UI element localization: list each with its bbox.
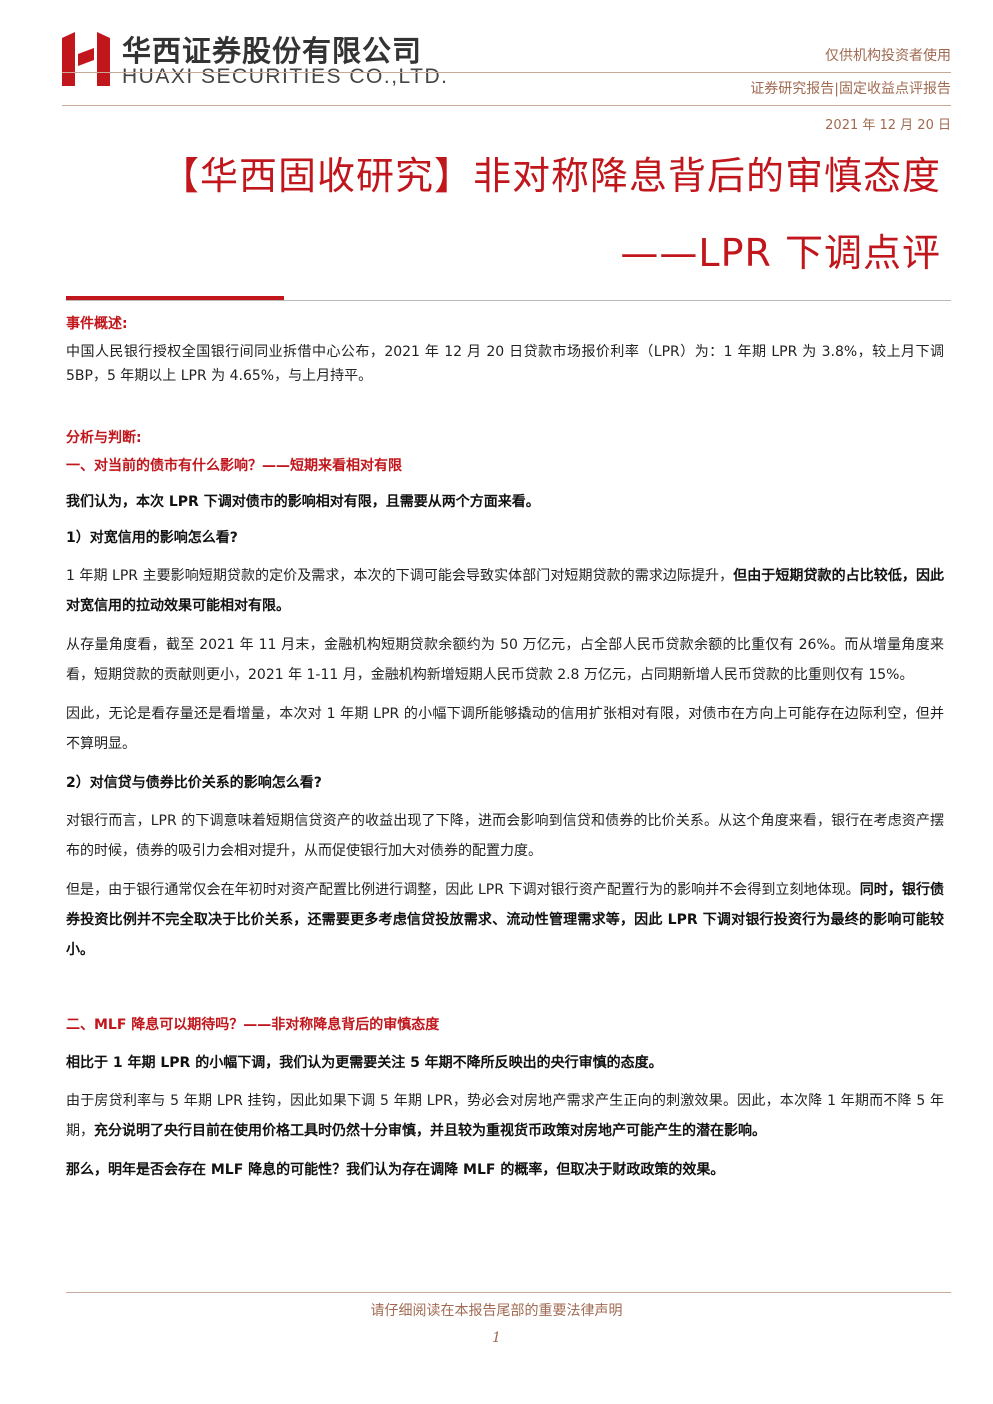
investor-notice: 仅供机构投资者使用 <box>825 48 951 64</box>
page-number: 1 <box>492 1330 501 1346</box>
section2-paragraph-2: 那么，明年是否会存在 MLF 降息的可能性？我们认为存在调降 MLF 的概率，但… <box>66 1162 725 1178</box>
analysis-label: 分析与判断: <box>66 430 142 446</box>
title-accent-bar <box>66 296 284 301</box>
section1-q2: 2）对信贷与债券比价关系的影响怎么看? <box>66 775 322 791</box>
report-body: 事件概述: 中国人民银行授权全国银行间同业拆借中心公布，2021 年 12 月 … <box>66 312 944 1182</box>
header-divider <box>62 72 951 73</box>
section2-paragraph-1: 由于房贷利率与 5 年期 LPR 挂钩，因此如果下调 5 年期 LPR，势必会对… <box>66 1086 944 1146</box>
section1-paragraph-2: 从存量角度看，截至 2021 年 11 月末，金融机构短期贷款余额约为 50 万… <box>66 637 944 683</box>
section1-lead: 我们认为，本次 LPR 下调对债市的影响相对有限，且需要从两个方面来看。 <box>66 494 540 510</box>
company-name-en: HUAXI SECURITIES CO.,LTD. <box>122 65 449 88</box>
section2-p1-normal: 由于房贷利率与 5 年期 LPR 挂钩，因此如果下调 5 年期 LPR，势必会对… <box>66 1093 944 1139</box>
report-type: 证券研究报告|固定收益点评报告 <box>750 81 951 97</box>
company-name-cn: 华西证券股份有限公司 <box>122 34 423 68</box>
section2-lead: 相比于 1 年期 LPR 的小幅下调，我们认为更需要关注 5 年期不降所反映出的… <box>66 1055 663 1071</box>
section1-p5-bold: 同时，银行债券投资比例并不完全取决于比价关系，还需要更多考虑信贷投放需求、流动性… <box>66 882 945 958</box>
section1-paragraph-1: 1 年期 LPR 主要影响短期贷款的定价及需求，本次的下调可能会导致实体部门对短… <box>66 561 944 621</box>
report-title: 【华西固收研究】非对称降息背后的审慎态度 <box>160 154 941 198</box>
section1-paragraph-3: 因此，无论是看存量还是看增量，本次对 1 年期 LPR 的小幅下调所能够撬动的信… <box>66 706 944 752</box>
legal-notice: 请仔细阅读在本报告尾部的重要法律声明 <box>370 1303 623 1319</box>
footer-divider <box>66 1292 951 1293</box>
report-date: 2021 年 12 月 20 日 <box>825 118 951 133</box>
section2-p1-bold: 充分说明了央行目前在使用价格工具时仍然十分审慎，并且较为重视货币政策对房地产可能… <box>94 1123 766 1139</box>
event-text: 中国人民银行授权全国银行间同业拆借中心公布，2021 年 12 月 20 日贷款… <box>66 344 944 384</box>
section1-p5-normal: 但是，由于银行通常仅会在年初时对资产配置比例进行调整，因此 LPR 下调对银行资… <box>66 882 860 898</box>
title-divider <box>66 300 951 301</box>
section1-paragraph-5: 但是，由于银行通常仅会在年初时对资产配置比例进行调整，因此 LPR 下调对银行资… <box>66 875 944 965</box>
section1-paragraph-4: 对银行而言，LPR 的下调意味着短期信贷资产的收益出现了下降，进而会影响到信贷和… <box>66 813 944 859</box>
section1-heading: 一、对当前的债市有什么影响？——短期来看相对有限 <box>66 458 402 474</box>
header-divider-2 <box>62 105 951 106</box>
section1-p1-normal: 1 年期 LPR 主要影响短期贷款的定价及需求，本次的下调可能会导致实体部门对短… <box>66 568 734 584</box>
huaxi-logo-icon <box>62 32 110 86</box>
report-subtitle: ——LPR 下调点评 <box>620 231 941 275</box>
section1-p1-bold: 但由于短期贷款的占比较低，因此对宽信用的拉动效果可能相对有限。 <box>66 568 945 614</box>
section2-heading: 二、MLF 降息可以期待吗？——非对称降息背后的审慎态度 <box>66 1017 440 1033</box>
section1-q1: 1）对宽信用的影响怎么看? <box>66 530 238 546</box>
event-label: 事件概述: <box>66 316 128 332</box>
